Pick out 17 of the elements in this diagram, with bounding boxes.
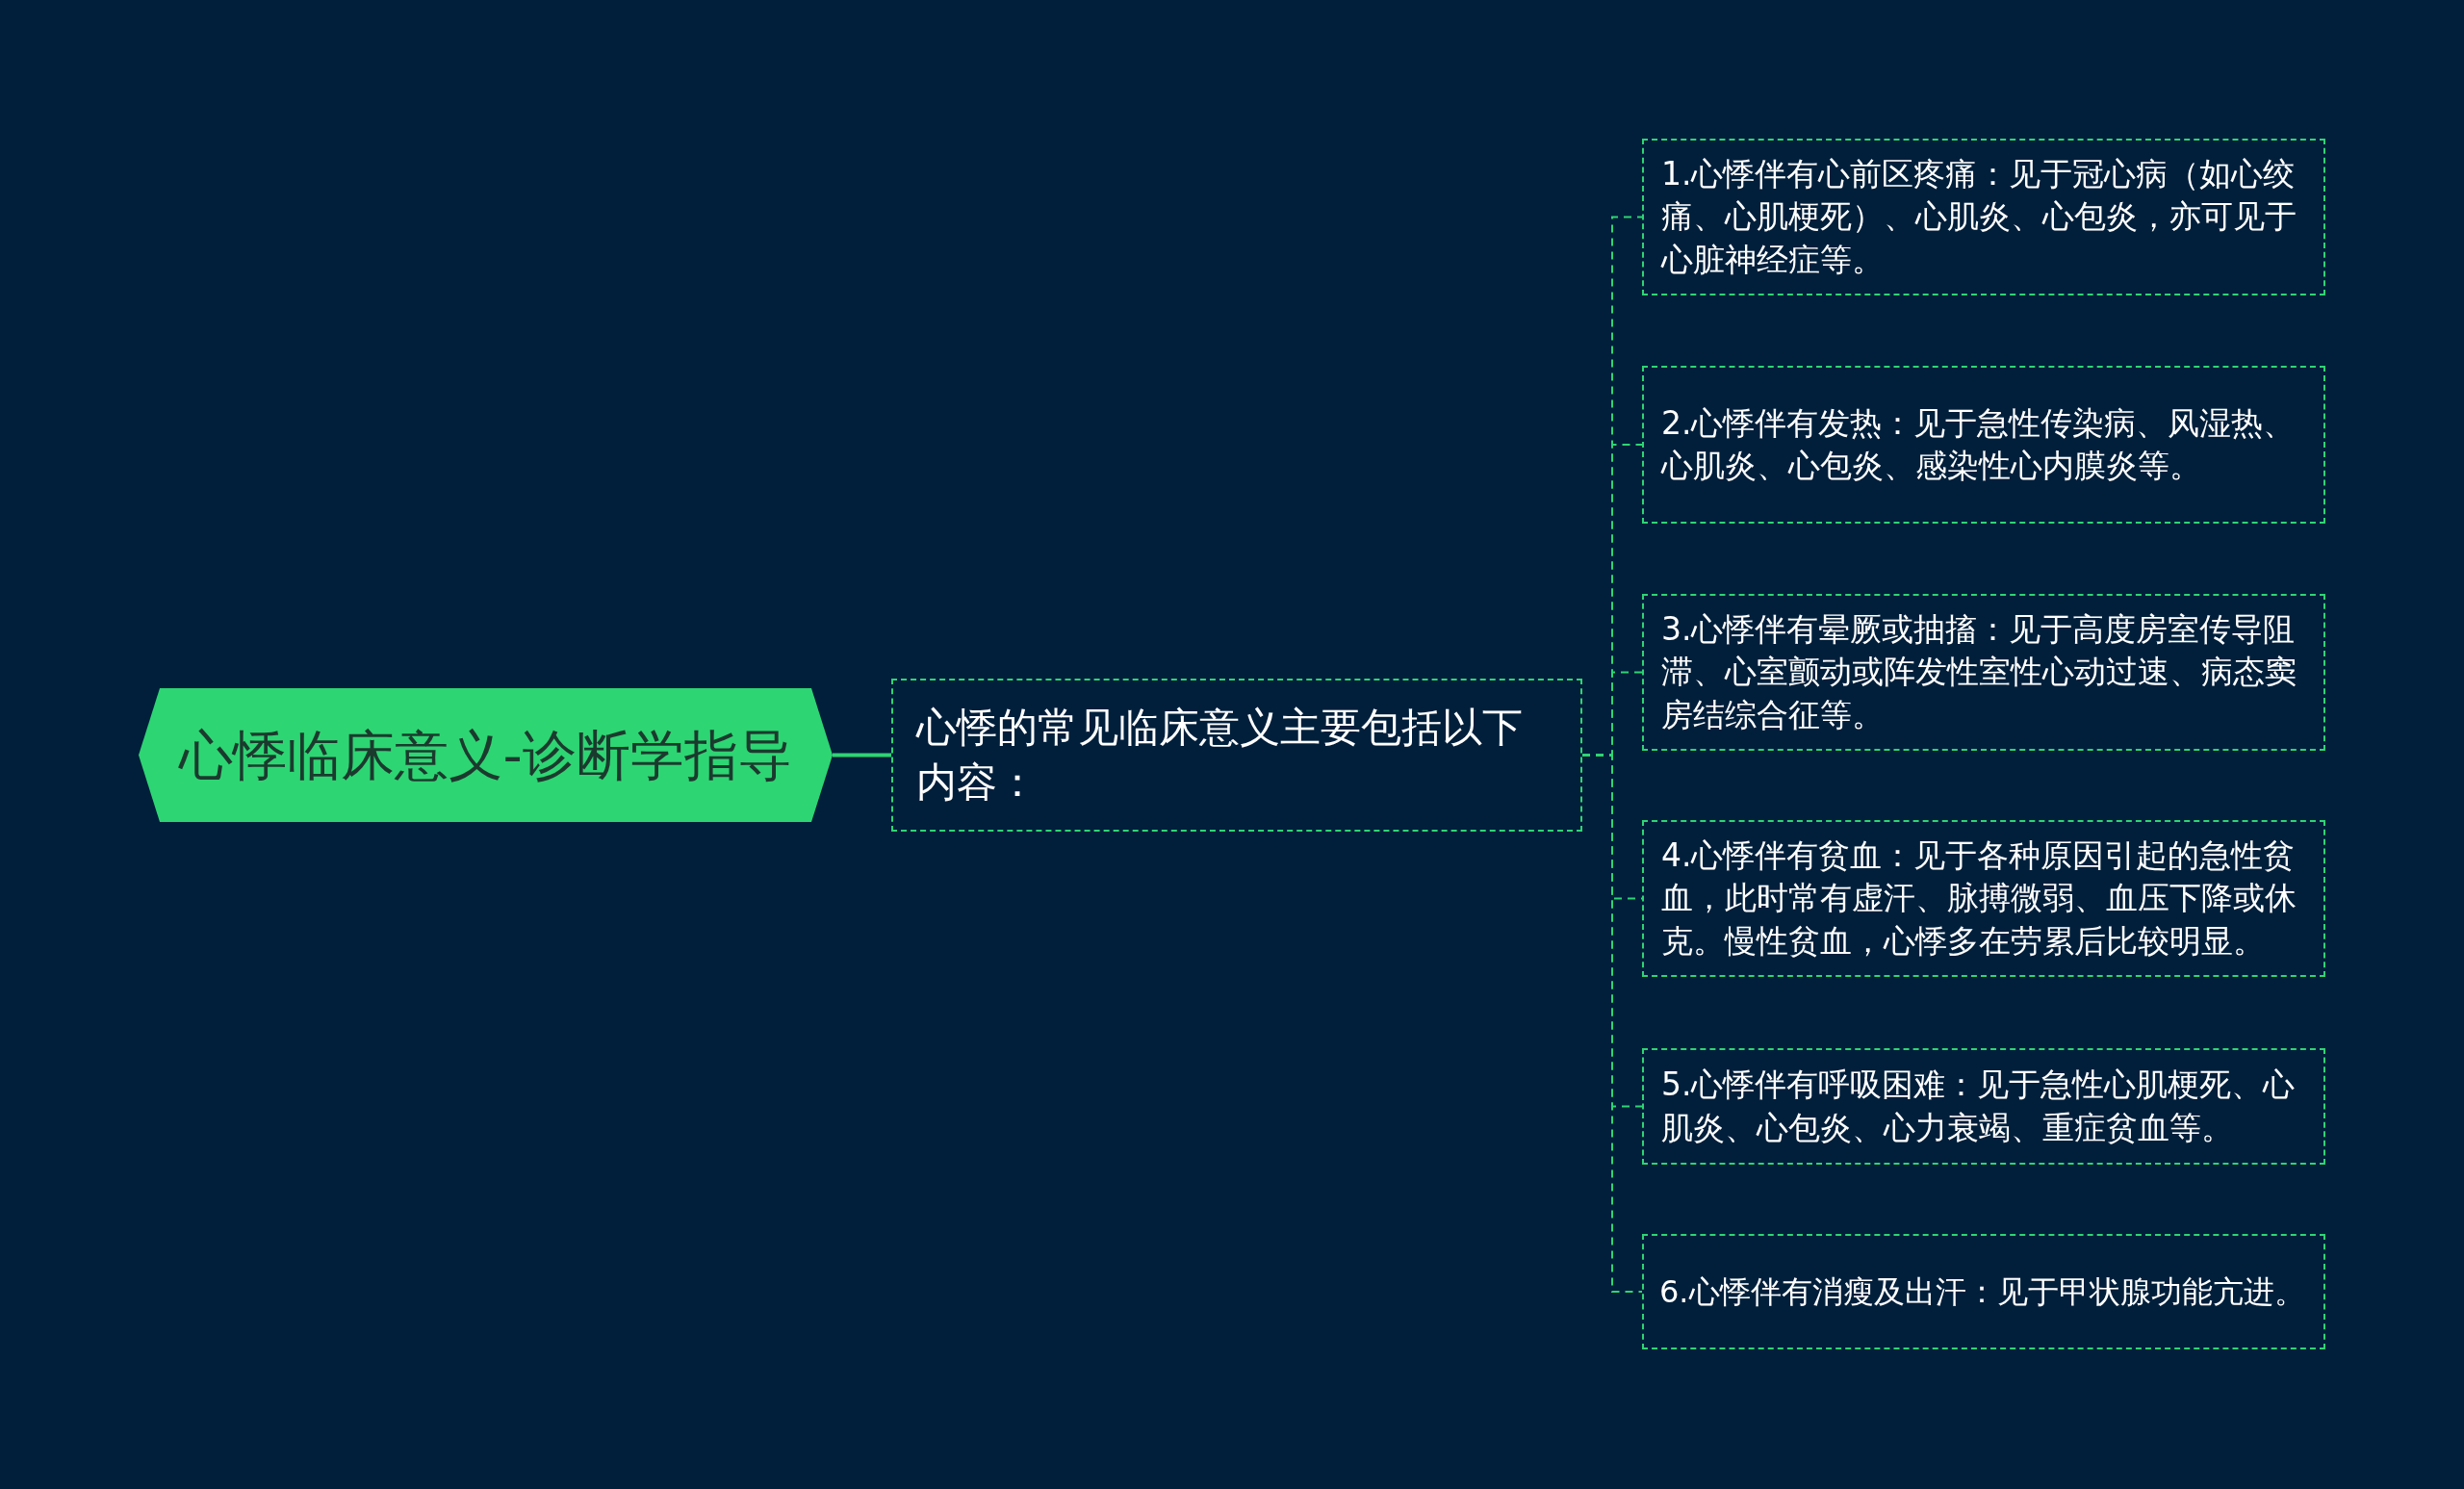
connector-line [833, 753, 891, 757]
note-text: 2.心悸伴有发热：见于急性传染病、风湿热、心肌炎、心包炎、感染性心内膜炎等。 [1661, 402, 2297, 486]
note-box [1642, 139, 2325, 295]
subtopic-text: 心悸的常见临床意义主要包括以下内容： [916, 703, 1524, 808]
note-box [1642, 1048, 2325, 1165]
note-text: 1.心悸伴有心前区疼痛：见于冠心病（如心绞痛、心肌梗死）、心肌炎、心包炎，亦可见于心脏神经症等。 [1661, 154, 2297, 280]
connector-line [1581, 754, 1643, 1293]
subtopic-box [891, 679, 1582, 832]
note-text: 6.心悸伴有消瘦及出汗：见于甲状腺功能亢进。 [1659, 1271, 2305, 1312]
note-box [1642, 366, 2325, 524]
note-box [1642, 1234, 2325, 1349]
note-text: 4.心悸伴有贫血：见于各种原因引起的急性贫血，此时常有虚汗、脉搏微弱、血压下降或休克。慢性贫血，心悸多在劳累后比较明显。 [1661, 835, 2297, 962]
note-box [1642, 594, 2325, 751]
note-box [1642, 820, 2325, 977]
note-text: 5.心悸伴有呼吸困难：见于急性心肌梗死、心肌炎、心包炎、心力衰竭、重症贫血等。 [1661, 1065, 2297, 1148]
note-text: 3.心悸伴有晕厥或抽搐：见于高度房室传导阻滞、心室颤动或阵发性室性心动过速、病态窦房结综合征等。 [1661, 609, 2297, 735]
topic-title: 心悸临床意义-诊断学指导 [179, 723, 792, 788]
